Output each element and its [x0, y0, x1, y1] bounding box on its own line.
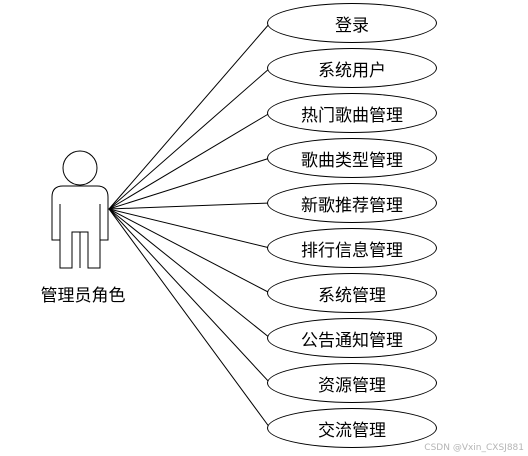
association-line — [108, 208, 271, 249]
use-case-7: 系统管理 — [267, 273, 437, 313]
use-case-3: 热门歌曲管理 — [267, 93, 437, 133]
association-line — [108, 208, 271, 339]
association-line — [108, 208, 271, 294]
watermark: CSDN @Vxin_CXSJ881 — [424, 443, 524, 453]
association-line — [108, 208, 271, 384]
association-line — [108, 22, 271, 210]
use-case-9: 资源管理 — [267, 363, 437, 403]
actor-body — [51, 185, 109, 269]
actor-figure — [51, 150, 109, 269]
use-case-1: 登录 — [267, 3, 437, 43]
use-case-6: 排行信息管理 — [267, 228, 437, 268]
association-line — [108, 157, 271, 210]
association-line — [108, 208, 271, 429]
association-line — [108, 67, 271, 210]
actor-label: 管理员角色 — [40, 286, 126, 306]
use-case-10: 交流管理 — [267, 408, 437, 448]
association-line — [108, 112, 271, 210]
use-case-5: 新歌推荐管理 — [267, 183, 437, 223]
association-lines — [108, 22, 271, 429]
use-case-4: 歌曲类型管理 — [267, 138, 437, 178]
association-line — [108, 202, 271, 210]
use-case-2: 系统用户 — [267, 48, 437, 88]
actor-head — [62, 150, 98, 186]
use-case-8: 公告通知管理 — [267, 318, 437, 358]
